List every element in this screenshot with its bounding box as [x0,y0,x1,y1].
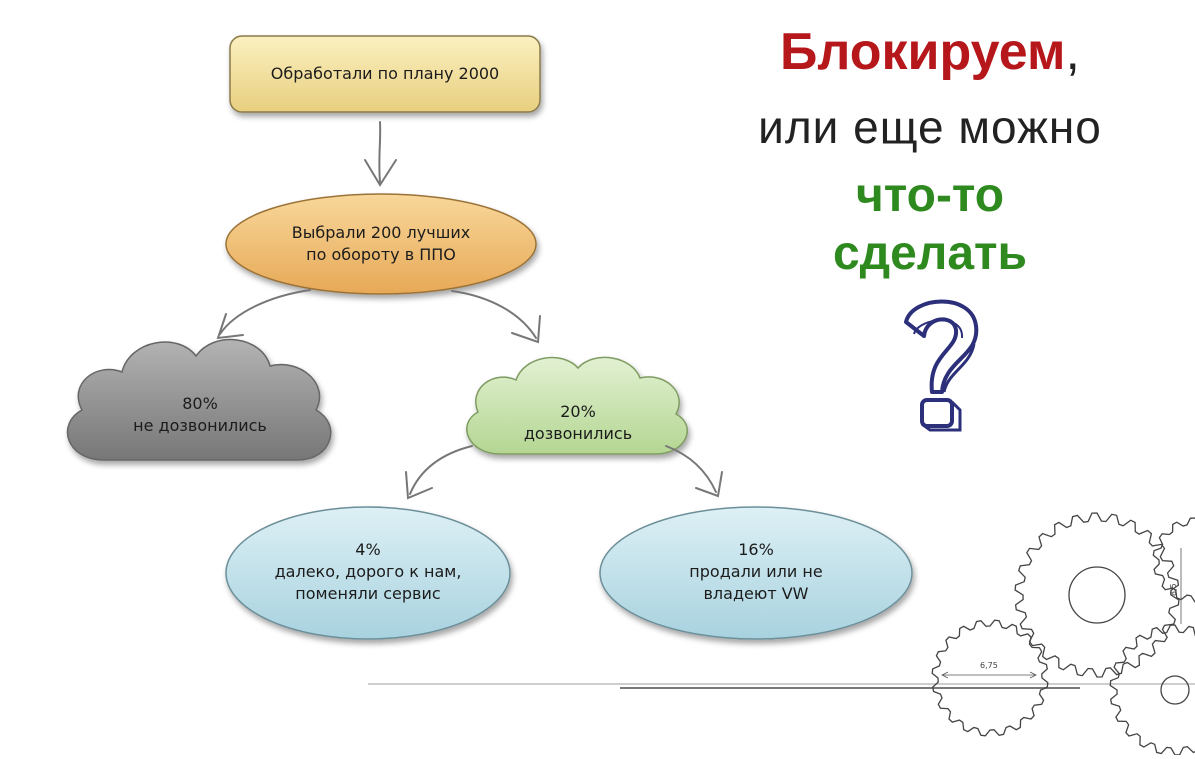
gear-small [931,619,1049,737]
node-sold-ellipse [599,506,913,640]
question-mark-icon [904,299,979,432]
arrow-start-to-selected [364,121,397,187]
arrow-reached-to-sold [665,445,723,498]
node-selected-ellipse [225,193,537,295]
gear-top-right [1152,517,1195,603]
headline-line-2: или еще можно [758,101,1102,153]
headline-line-3: что-то [855,169,1005,222]
arrow-reached-to-far [405,445,473,500]
dimension-label-1: 6,75 [980,661,998,670]
dimension-annotation-1: 6,75 [941,661,1037,679]
headline-comma: , [1065,23,1080,81]
dimension-label-2: 8,5 [1169,583,1178,596]
node-reached-cloud [466,356,688,455]
gears-decoration [931,512,1195,756]
headline-block-word: Блокируем [780,23,1066,81]
headline-line-4: сделать [832,227,1028,280]
gear-right-hub [1160,675,1190,705]
node-start-box [229,35,541,113]
arrow-selected-to-reached [451,290,541,344]
dimension-annotation-2: 8,5 [1169,548,1182,624]
arrow-selected-to-not-reached [216,289,311,340]
gear-right [1109,624,1195,756]
node-far-ellipse [225,506,511,640]
node-not-reached-cloud [66,338,332,461]
headline-line-1: Блокируем, [690,22,1170,82]
gear-large [1014,512,1180,678]
gear-large-hub [1068,566,1126,624]
